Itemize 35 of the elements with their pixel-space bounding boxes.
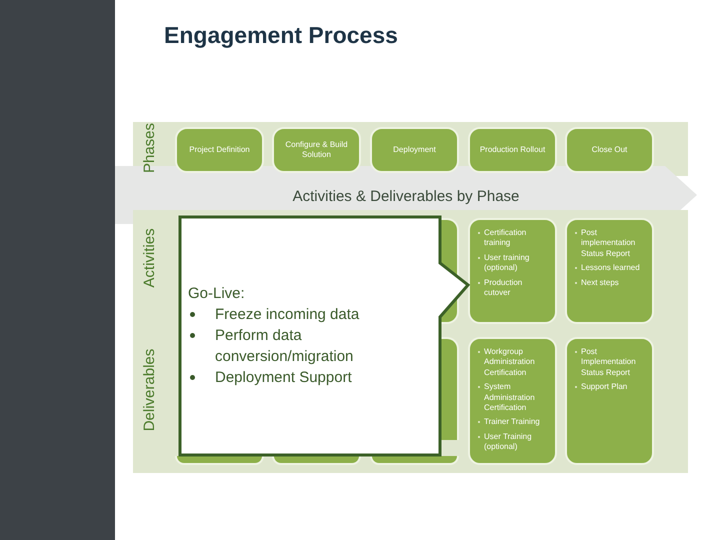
bullet-text: User Training (optional): [484, 432, 533, 453]
phase-box: [370, 127, 459, 173]
bullet-text: Next steps: [581, 278, 619, 288]
bullet-text: Production cutover: [484, 278, 524, 298]
bullet-text: Post Implementation Status Report: [581, 347, 637, 378]
bullet-text: User training (optional): [484, 252, 530, 274]
phase-detail-box: [468, 218, 557, 324]
band-title: Activities & Deliverables by Phase: [292, 187, 520, 207]
callout-bullet-text: Perform data conversion/migration: [215, 326, 354, 367]
callout-heading: Go-Live:: [188, 284, 246, 304]
bullet-text: Trainer Training: [484, 417, 540, 428]
row-label: Phases: [140, 122, 159, 176]
phase-box: [175, 127, 264, 173]
phase-box: [272, 127, 361, 173]
phase-label: Close Out: [592, 145, 628, 155]
title: Engagement Process: [164, 21, 398, 50]
callout-bullet-text: Deployment Support: [215, 368, 352, 388]
phase-detail-box: [565, 337, 654, 465]
bullet-text: Certification training: [484, 228, 528, 249]
phase-detail-box: [565, 218, 654, 324]
phase-label: Configure & Build Solution: [284, 140, 349, 160]
phase-label: Production Rollout: [480, 145, 546, 155]
row-label: Activities: [140, 227, 159, 290]
phase-box: [565, 127, 654, 173]
phase-detail-box: [468, 337, 557, 465]
phase-label: Project Definition: [189, 145, 250, 155]
bullet-text: Workgroup Administration Certification: [484, 347, 536, 378]
row-label: Deliverables: [140, 348, 159, 434]
callout-bullet-text: Freeze incoming data: [215, 305, 360, 325]
phase-box: [468, 127, 557, 173]
bullet-text: Lessons learned: [581, 263, 640, 274]
phase-label: Deployment: [393, 145, 436, 155]
bullet-text: System Administration Certification: [484, 382, 536, 414]
bullet-text: Post implementation Status Report: [581, 228, 636, 260]
bullet-text: Support Plan: [581, 382, 628, 393]
